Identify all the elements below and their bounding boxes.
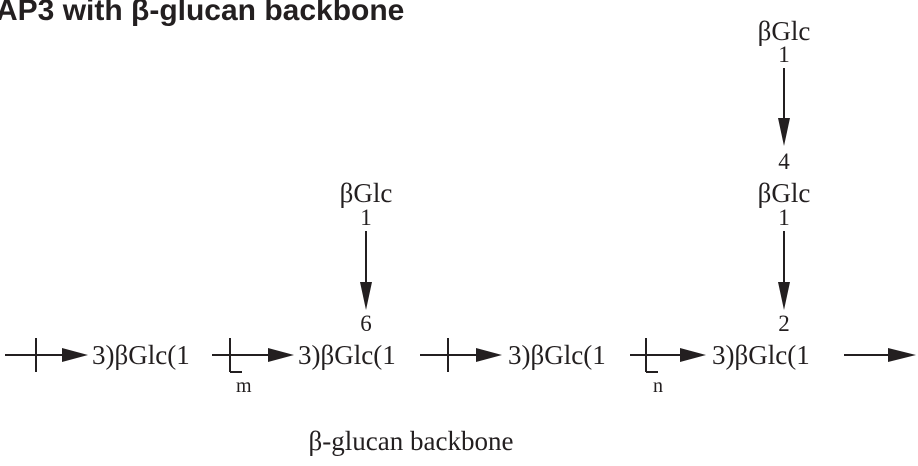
backbone-link-5-arrowhead [888, 348, 916, 362]
diagram-title: AP3 with β-glucan backbone [0, 0, 404, 27]
right-inner-branch-from-position: 1 [778, 205, 790, 230]
backbone-repeat-n: n [653, 375, 663, 397]
right-outer-branch-to-position: 4 [778, 149, 790, 174]
backbone-link-3-arrowhead [476, 348, 502, 362]
backbone-caption: β-glucan backbone [309, 426, 514, 456]
right-inner-branch-arrowhead [778, 282, 790, 310]
left-branch-sugar: βGlc [340, 178, 393, 208]
backbone-residue-4: 3)βGlc(1 [712, 340, 810, 370]
backbone-link-4-arrowhead [680, 348, 706, 362]
right-inner-branch-sugar: βGlc [758, 178, 811, 208]
right-inner-branch-to-position: 2 [778, 311, 790, 336]
left-branch-from-position: 1 [360, 205, 372, 230]
right-outer-branch-arrowhead [778, 118, 790, 146]
left-branch-arrowhead [360, 282, 372, 310]
backbone-repeat-m: m [236, 375, 252, 397]
backbone-residue-1: 3)βGlc(1 [92, 340, 190, 370]
left-branch-to-position: 6 [360, 311, 372, 336]
right-outer-branch-from-position: 1 [778, 42, 790, 67]
backbone-link-1-arrowhead [62, 348, 88, 362]
backbone-residue-3: 3)βGlc(1 [508, 340, 606, 370]
right-outer-branch-sugar: βGlc [758, 16, 811, 46]
backbone-residue-2: 3)βGlc(1 [298, 340, 396, 370]
backbone-link-2-arrowhead [268, 348, 294, 362]
